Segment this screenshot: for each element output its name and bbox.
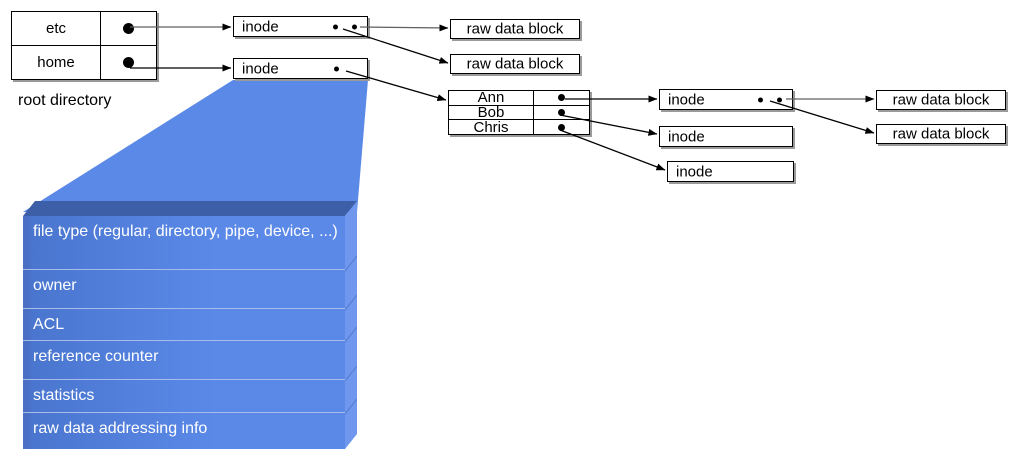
filled-dot-icon	[558, 94, 565, 102]
dir-entry-pointer[interactable]	[534, 120, 589, 134]
dir-entry-pointer[interactable]	[101, 12, 156, 45]
filled-dot-icon	[123, 57, 134, 68]
dir-entry-name: etc	[12, 12, 101, 45]
filled-dot-icon	[123, 23, 134, 34]
dir-entry-name: Ann	[449, 91, 534, 105]
inode-box-bob[interactable]: inode	[659, 126, 793, 147]
inode-pointer-dots[interactable]	[333, 24, 357, 29]
inode-field-raw-data-addressing: raw data addressing info	[23, 413, 345, 449]
inode-field-owner: owner	[23, 270, 345, 309]
inode-stack-3d-shape	[23, 201, 357, 449]
filled-dot-icon	[352, 24, 357, 29]
raw-data-block-label: raw data block	[892, 125, 990, 143]
dir-entry-pointer[interactable]	[101, 46, 156, 79]
table-row[interactable]: Ann	[449, 91, 589, 106]
inode-pointer-dots[interactable]	[334, 66, 339, 71]
raw-data-block-3[interactable]: raw data block	[876, 90, 1006, 110]
inode-box-etc[interactable]: inode	[233, 16, 368, 37]
raw-data-block-label: raw data block	[892, 91, 990, 109]
root-directory-table[interactable]: etc home	[11, 11, 157, 80]
inode-field-acl: ACL	[23, 309, 345, 341]
table-row[interactable]: etc	[12, 12, 156, 46]
dir-entry-name: Bob	[449, 105, 534, 120]
raw-data-block-2[interactable]: raw data block	[450, 54, 580, 74]
raw-data-block-label: raw data block	[466, 55, 564, 73]
dir-entry-pointer[interactable]	[534, 91, 589, 105]
filled-dot-icon	[558, 109, 565, 116]
inode-pointer-dots[interactable]	[758, 97, 782, 102]
root-directory-caption: root directory	[18, 92, 112, 109]
inode-field-reference-counter: reference counter	[23, 341, 345, 380]
dir-entry-name: home	[12, 46, 101, 79]
filled-dot-icon	[333, 24, 338, 29]
inode-box-chris[interactable]: inode	[667, 161, 794, 182]
dir-entry-pointer[interactable]	[534, 106, 589, 120]
raw-data-block-1[interactable]: raw data block	[450, 19, 580, 39]
inode-box-label: inode	[242, 60, 279, 77]
filled-dot-icon	[558, 123, 565, 131]
inode-box-label: inode	[668, 91, 705, 108]
inode-box-ann[interactable]: inode	[659, 89, 793, 110]
raw-data-block-4[interactable]: raw data block	[876, 124, 1006, 144]
raw-data-block-label: raw data block	[466, 20, 564, 38]
inode-box-label: inode	[668, 128, 705, 145]
inode-box-label: inode	[676, 163, 713, 180]
table-row[interactable]: home	[12, 46, 156, 79]
filled-dot-icon	[758, 97, 763, 102]
home-directory-table[interactable]: Ann Bob Chris	[448, 90, 590, 135]
inode-box-label: inode	[242, 18, 279, 35]
inode-field-statistics: statistics	[23, 380, 345, 413]
table-row[interactable]: Bob	[449, 105, 589, 121]
inode-box-home[interactable]: inode	[233, 58, 368, 79]
inode-field-list: file type (regular, directory, pipe, dev…	[23, 216, 345, 449]
inode-detail-stack: file type (regular, directory, pipe, dev…	[23, 201, 357, 449]
table-row[interactable]: Chris	[449, 120, 589, 135]
filled-dot-icon	[334, 66, 339, 71]
dir-entry-name: Chris	[449, 120, 534, 135]
inode-field-file-type: file type (regular, directory, pipe, dev…	[23, 216, 345, 270]
filled-dot-icon	[777, 97, 782, 102]
